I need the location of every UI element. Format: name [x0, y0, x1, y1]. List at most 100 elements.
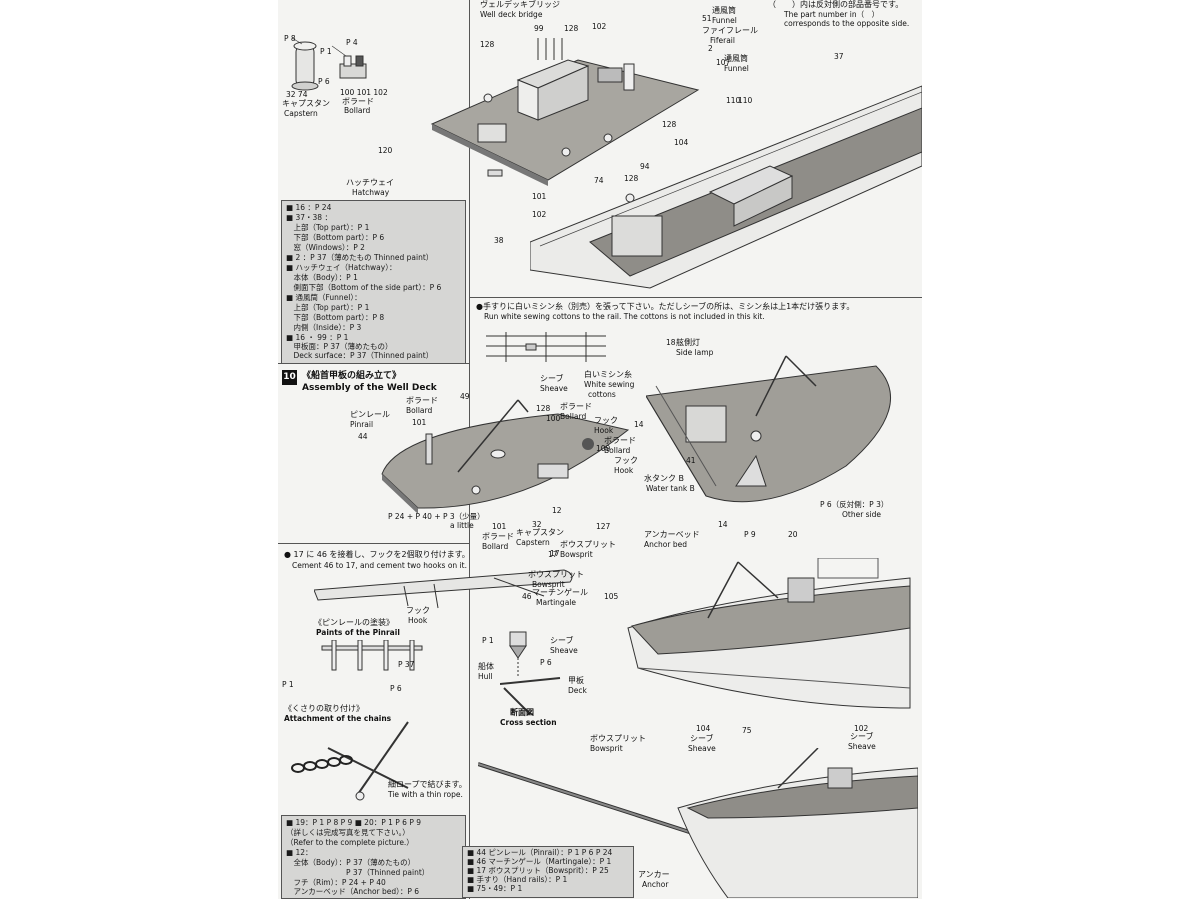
paint-row: （Refer to the complete picture.） [286, 838, 414, 847]
pinrail-p1: P 1 [282, 680, 294, 689]
callout: 44 [358, 432, 368, 441]
capstan-p6: P 6 [318, 77, 330, 86]
well-deck-bridge-en: Well deck bridge [480, 10, 543, 19]
paint-row: ■ 2 ：P 37（薄めたもの Thinned paint） [286, 253, 434, 262]
paint-row: ■ 手すり（Hand rails）：P 1 [467, 875, 568, 884]
bollard-en-2: Bollard [560, 412, 587, 421]
paint-row: ■ 17 ボウスプリット（Bowsprit）：P 25 [467, 866, 609, 875]
bollard-jp: ボラード [406, 396, 438, 405]
callout: 120 [378, 146, 393, 155]
hook-en: Hook [408, 616, 428, 625]
cs-hull-jp: 船体 [478, 662, 494, 671]
rail-note-en: Run white sewing cottons to the rail. Th… [484, 312, 765, 321]
cs-sheave-en: Sheave [550, 646, 578, 655]
well-deck-bridge-drawing [430, 38, 700, 186]
martingale-en: Martingale [536, 598, 576, 607]
fiferail-en: Fiferail [710, 36, 735, 45]
sheave-jp: シーブ [540, 374, 564, 383]
callout: 2 [708, 44, 713, 53]
chains-en: Attachment of the chains [284, 714, 392, 723]
callout: 128 [624, 174, 639, 183]
callout: 101 [412, 418, 427, 427]
well-deck-right-drawing [646, 355, 891, 503]
paint-row: ■ 75・49：P 1 [467, 884, 523, 893]
bollard-p4: P 4 [346, 38, 358, 47]
funnel1-jp: 通風筒 [712, 6, 736, 15]
callout: 109 [596, 444, 611, 453]
bv-bowsprit-jp: ボウスプリット [590, 734, 646, 743]
callout: 127 [596, 522, 611, 531]
callout: 41 [686, 456, 696, 465]
paint-row: 内側（Inside）：P 3 [286, 323, 362, 332]
sidelamp-jp: 舷側灯 [676, 338, 700, 347]
paint-row: 本体（Body）：P 1 [286, 273, 358, 282]
paint-row: ■ 12： [286, 848, 313, 857]
step10-title-jp: 《船首甲板の組み立て》 [302, 371, 402, 381]
capstan-jp: キャプスタン [282, 99, 330, 108]
paint-row: ■ 37・38 ： [286, 213, 332, 222]
bowsprit-en: Bowsprit [560, 550, 593, 559]
divider-horizontal [469, 297, 922, 298]
bollard-p1: P 1 [320, 47, 332, 56]
bollard-en: Bollard [344, 106, 371, 115]
paint-row: ■ 46 マーチンゲール（Martingale）：P 1 [467, 857, 612, 866]
sidelamp-en: Side lamp [676, 348, 714, 357]
callout: 99 [534, 24, 544, 33]
paint-row: ■ 16 ・ 99 ：P 1 [286, 333, 349, 342]
callout: 104 [674, 138, 689, 147]
funnel2-en: Funnel [724, 64, 749, 73]
cs-p6: P 6 [540, 658, 552, 667]
fiferail-jp: ファイフレール [702, 26, 758, 35]
cs-hull-en: Hull [478, 672, 493, 681]
paint-row: フチ（Rim）：P 24 + P 40 [286, 878, 386, 887]
paint-row: ■ 44 ピンレール（Pinrail）：P 1 P 6 P 24 [467, 848, 613, 857]
pinrail-p37: P 37 [398, 660, 415, 669]
hook-en-2: Hook [614, 466, 634, 475]
paint-row: 全体（Body）：P 37（薄めたもの） [286, 858, 416, 867]
callout: 104 [696, 724, 711, 733]
callout: 75 [742, 726, 752, 735]
cement-note-en: Cement 46 to 17, and cement two hooks on… [292, 561, 467, 570]
capstan-en: Capstern [284, 109, 318, 118]
paint-row: 窓（Windows）：P 2 [286, 243, 365, 252]
funnel1-en: Funnel [712, 16, 737, 25]
callout: 101 [492, 522, 507, 531]
p9-label: P 9 [744, 530, 756, 539]
top-note-en2: corresponds to the opposite side. [784, 19, 910, 28]
bollard-jp: ボラード [342, 97, 374, 106]
pinrail-jp: ピンレール [350, 410, 390, 419]
cement-note-jp: ● 17 に 46 を接着し、フックを2個取り付けます。 [284, 550, 470, 559]
callout: 20 [788, 530, 798, 539]
rope-en: Tie with a thin rope. [388, 790, 463, 799]
paint-spec-box-2: ■ 19：P 1 P 8 P 9 ■ 20：P 1 P 6 P 9 （詳しくは完… [281, 815, 466, 899]
otherside-paint: P 6（反対側：P 3） [820, 500, 889, 509]
num17: 17 [550, 549, 560, 558]
bowsprit-jp: ボウスプリット [528, 570, 584, 579]
martingale-jp: マーチンゲール [532, 588, 588, 597]
cs-deck-jp: 甲板 [568, 676, 584, 685]
bollard-jp-2: ボラード [560, 402, 592, 411]
cs-title-jp: 断面図 [510, 708, 534, 717]
bow-sheave1-jp: シーブ [690, 734, 714, 743]
bow-sheave2-en: Sheave [848, 742, 876, 751]
rope-jp: 細ロープで結びます。 [388, 780, 467, 789]
callout: 128 [536, 404, 551, 413]
cs-p1: P 1 [482, 636, 494, 645]
capstan-jp: キャプスタン [516, 528, 564, 537]
anchor-en: Anchor [642, 880, 669, 889]
paint-row: 上部（Top part）：P 1 [286, 223, 370, 232]
callout: 107 [716, 58, 731, 67]
callout: 12 [552, 506, 562, 515]
capstan-p8: P 8 [284, 34, 296, 43]
bowsprit-jp: ボウスプリット [560, 540, 616, 549]
callout: 128 [564, 24, 579, 33]
bv-bowsprit-en: Bowsprit [590, 744, 623, 753]
callout: 105 [604, 592, 619, 601]
paint-row: ■ 16 ：P 24 [286, 203, 332, 212]
hull-top-drawing [530, 85, 922, 289]
callout: 49 [460, 392, 470, 401]
callout: 128 [480, 40, 495, 49]
callout: 110 [726, 96, 741, 105]
bollard-en: Bollard [406, 406, 433, 415]
paint-row: アンカーベッド（Anchor bed）：P 6 [286, 887, 420, 896]
